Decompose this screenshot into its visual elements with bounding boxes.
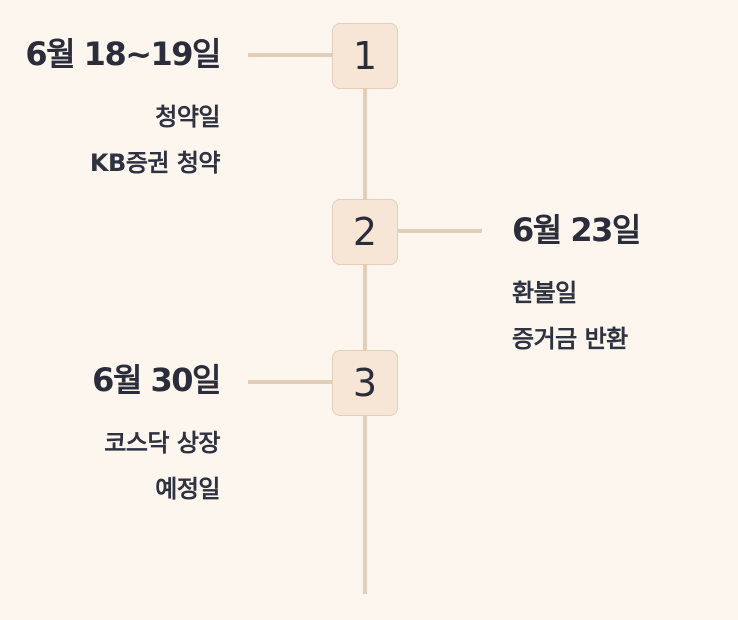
step-2-desc-line-1: 환불일 [512,279,577,307]
step-2-number-box: 2 [332,199,398,265]
step-3-desc-line-1: 코스닥 상장 [104,429,220,457]
step-3-date: 6월 30일 [92,361,221,399]
step-1-number: 1 [352,34,378,78]
step-2-event: 6월 23일 환불일 증거금 반환 [512,208,641,362]
timeline-vertical-line [363,56,367,594]
step-3-event: 6월 30일 코스닥 상장 예정일 [92,358,221,512]
step-1-connector [248,53,334,57]
step-3-number-box: 3 [332,350,398,416]
step-1-description: 청약일 KB증권 청약 [25,94,221,186]
step-2-number: 2 [352,210,378,254]
step-3-desc-line-2: 예정일 [155,475,220,503]
step-1-number-box: 1 [332,23,398,89]
step-3-description: 코스닥 상장 예정일 [92,420,220,512]
step-2-date: 6월 23일 [512,211,641,249]
step-1-desc-line-2: KB증권 청약 [89,149,221,177]
step-2-desc-line-2: 증거금 반환 [512,325,628,353]
step-2-connector [396,229,482,233]
step-1-date: 6월 18~19일 [25,35,221,73]
step-1-desc-line-1: 청약일 [155,103,220,131]
step-3-connector [248,380,334,384]
step-1-event: 6월 18~19일 청약일 KB증권 청약 [25,32,221,186]
step-2-description: 환불일 증거금 반환 [512,270,640,362]
step-3-number: 3 [352,361,378,405]
